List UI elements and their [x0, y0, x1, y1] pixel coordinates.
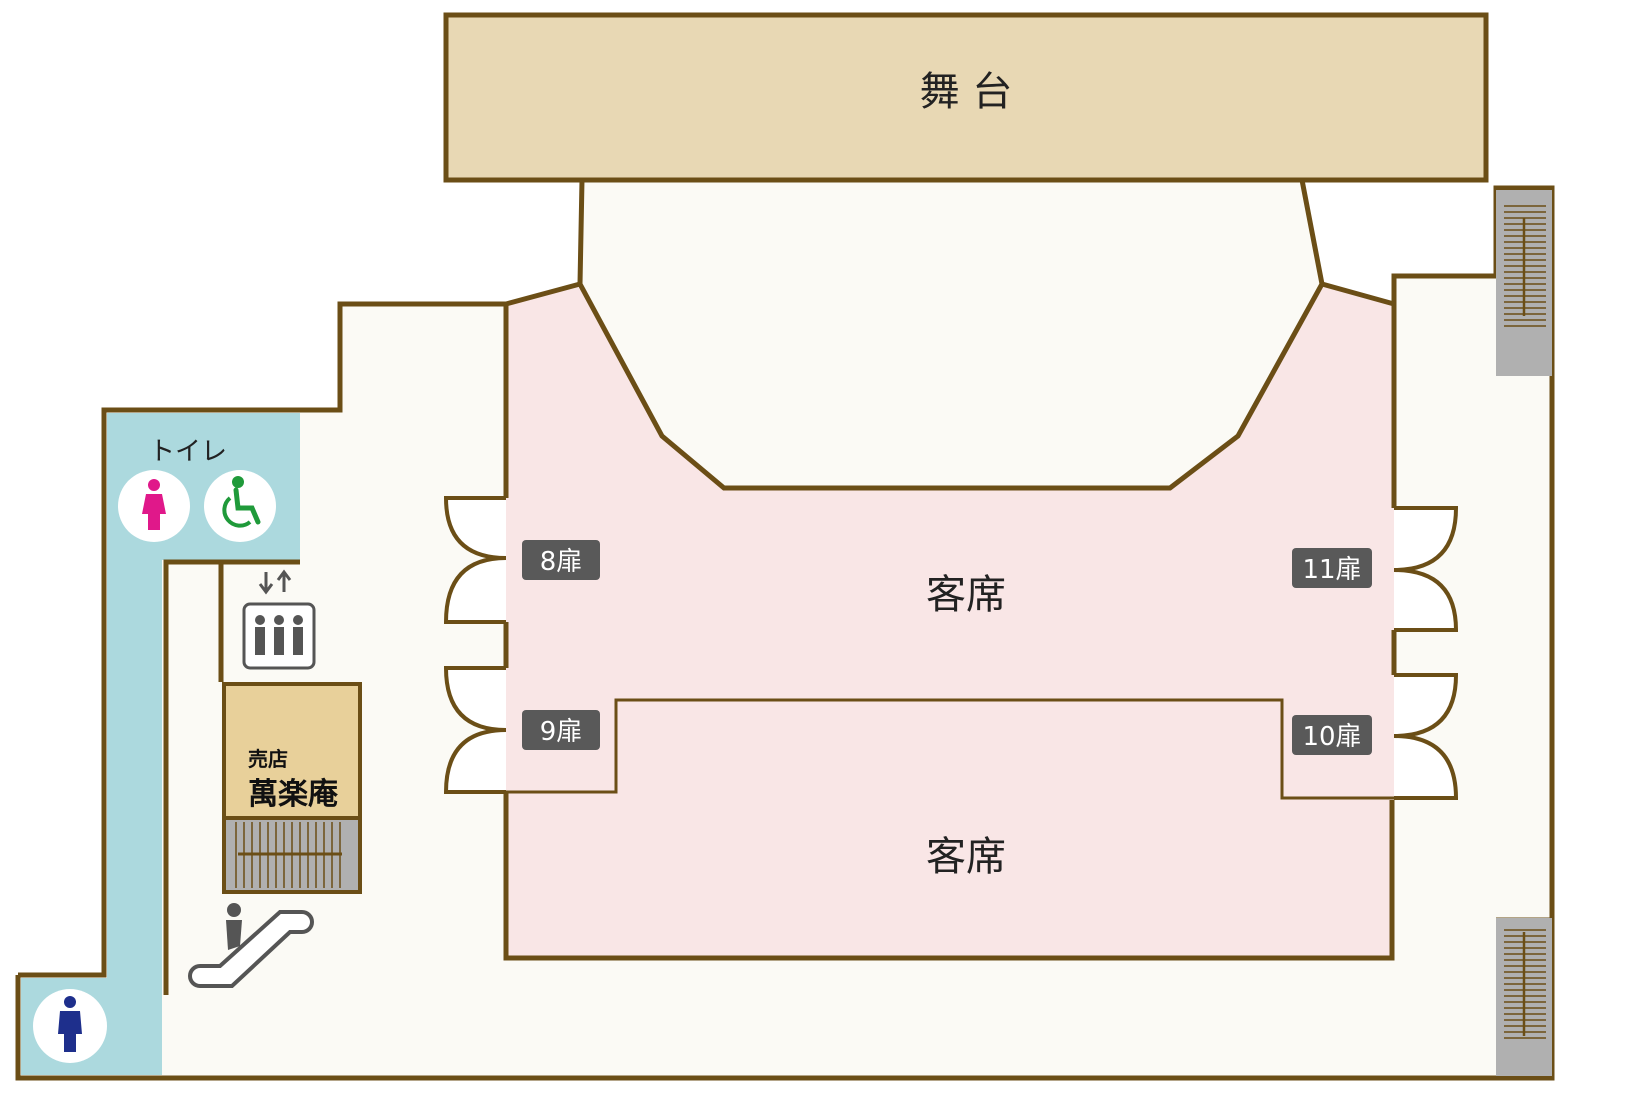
- seats-lower-label: 客席: [926, 834, 1006, 880]
- door-tag-8: 8扉: [522, 540, 600, 580]
- stairs-right-top: [1496, 190, 1552, 376]
- door-tag-9: 9扉: [522, 710, 600, 750]
- shop-name-label: 萬楽庵: [248, 777, 338, 812]
- stage-label: 舞 台: [920, 69, 1013, 115]
- toilet-label: トイレ: [149, 437, 227, 467]
- seating-area: [506, 284, 1394, 958]
- elevator-icon: [242, 569, 316, 670]
- door-tag-8-text: 8扉: [540, 547, 583, 577]
- door-tag-11: 11扉: [1292, 548, 1372, 588]
- stairs-icon: [222, 816, 362, 894]
- seating-wall-left-bottom: [503, 792, 1395, 961]
- shop[interactable]: [222, 682, 362, 820]
- escalator-icon: [188, 903, 314, 988]
- lower-seating-partition: [506, 698, 1394, 800]
- toilet-area: [21, 413, 300, 1075]
- door-tag-11-text: 11扉: [1302, 555, 1361, 585]
- toilet-inner-wall: [163, 559, 300, 995]
- door-11-lower[interactable]: [1393, 568, 1459, 632]
- seats-upper-label: 客席: [926, 572, 1006, 618]
- female-toilet-icon: [118, 470, 190, 542]
- door-tag-9-text: 9扉: [540, 717, 583, 747]
- shop-small-label: 売店: [248, 747, 288, 771]
- stage: [443, 12, 1489, 183]
- door-10-lower[interactable]: [1393, 734, 1459, 800]
- door-tag-10: 10扉: [1292, 715, 1372, 755]
- stairs-right-bottom: [1496, 918, 1552, 1076]
- door-8-lower[interactable]: [443, 556, 507, 624]
- pit-wall: [577, 179, 1325, 491]
- wheelchair-icon: [204, 470, 276, 542]
- door-tag-10-text: 10扉: [1302, 722, 1361, 752]
- door-9-lower[interactable]: [443, 728, 507, 794]
- male-toilet-icon: [33, 989, 107, 1063]
